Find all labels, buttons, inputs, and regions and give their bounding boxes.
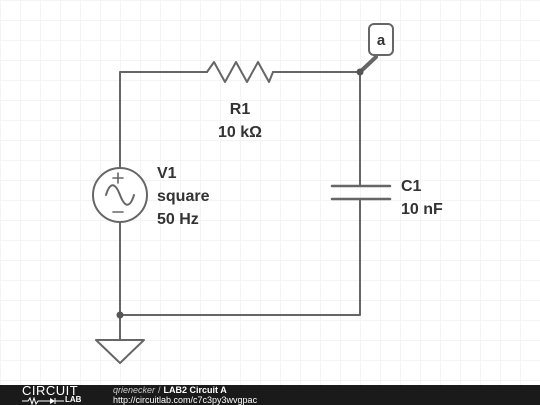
wire-top-left	[119, 71, 208, 169]
logo-waveform-icon	[22, 397, 64, 405]
author-link[interactable]: qrienecker	[113, 385, 156, 395]
ground-icon[interactable]	[95, 339, 145, 364]
logo-lab-text: LAB	[65, 395, 82, 404]
junction-bottom-left	[116, 311, 124, 319]
node-label-box[interactable]	[368, 23, 394, 56]
wire-top-right	[272, 71, 361, 186]
wire-right	[119, 199, 361, 316]
footer-bar: CIRCUIT LAB qrienecker/LAB2 Circuit A ht…	[0, 383, 540, 405]
resistor-r1[interactable]	[206, 61, 274, 83]
junction-top-right	[356, 68, 364, 76]
source-type: square	[157, 188, 210, 205]
capacitor-name: C1	[401, 178, 422, 195]
node-label: a	[377, 32, 386, 49]
circuit-title[interactable]: LAB2 Circuit A	[163, 385, 227, 395]
circuit-url[interactable]: http://circuitlab.com/c7c3py3wvgpac	[113, 395, 258, 405]
footer-separator: /	[158, 385, 161, 395]
node-flag-lead	[358, 55, 378, 74]
sine-wave-icon	[105, 184, 135, 206]
source-name: V1	[157, 165, 177, 182]
schematic: a R1 10 kΩ V1 square 50 Hz C1 10 nF	[92, 23, 443, 364]
resistor-name: R1	[230, 101, 251, 118]
logo-circuit-text: CIRCUIT	[22, 383, 79, 398]
footer-info: qrienecker/LAB2 Circuit A	[113, 385, 227, 395]
source-frequency: 50 Hz	[157, 211, 199, 228]
resistor-value: 10 kΩ	[218, 124, 262, 141]
capacitor-value: 10 nF	[401, 201, 443, 218]
schematic-canvas: a R1 10 kΩ V1 square 50 Hz C1 10 nF	[0, 0, 540, 385]
